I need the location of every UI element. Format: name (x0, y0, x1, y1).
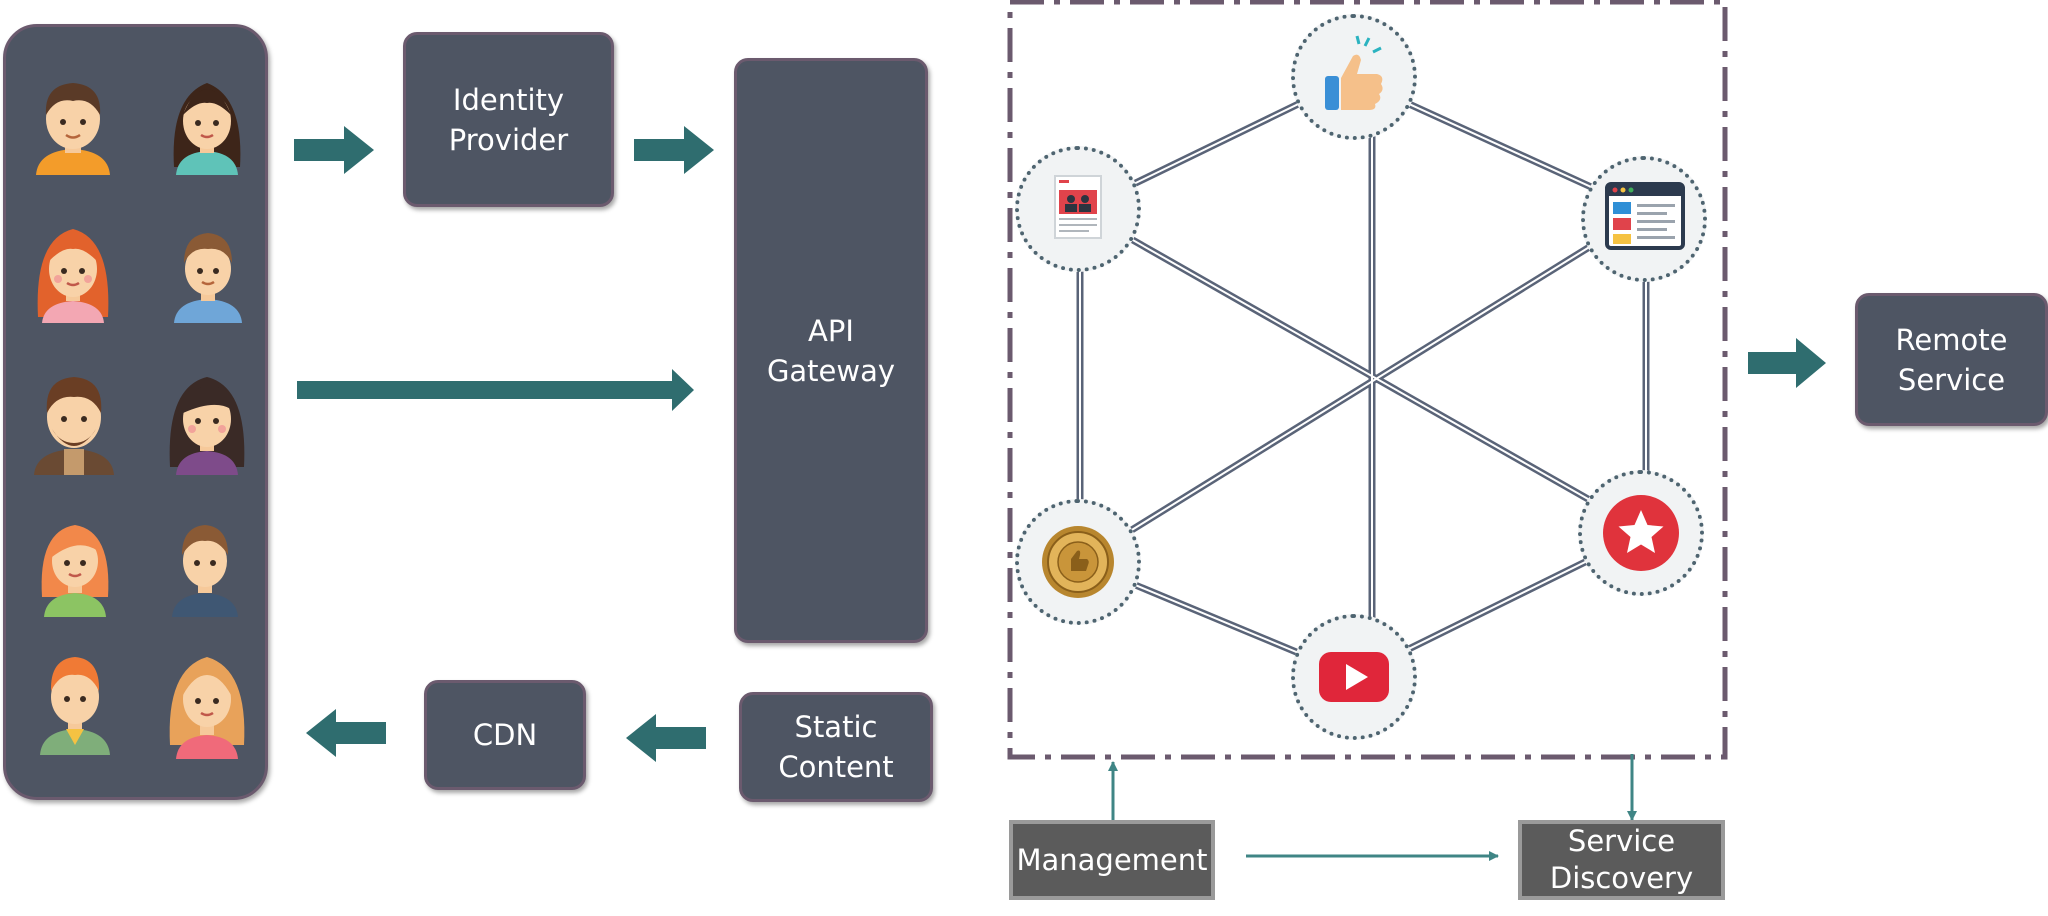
arrow-users-to-identity (294, 126, 374, 174)
user-avatar-man-5 (40, 657, 110, 755)
most-popular-seal-icon (1042, 526, 1114, 598)
arrow-cluster-to-remote (1748, 338, 1826, 388)
thumbs-up-icon (1325, 35, 1383, 110)
user-avatar-man-4 (172, 525, 238, 617)
service-discovery-box: Service Discovery (1518, 820, 1725, 900)
webpage-icon (1605, 182, 1685, 250)
user-avatar-woman-2 (37, 229, 109, 323)
newspaper-icon (1054, 175, 1102, 239)
youtube-node (1291, 614, 1417, 740)
user-avatar-man-1 (36, 83, 110, 175)
user-avatar-woman-3 (169, 377, 245, 475)
cdn-box: CDN (424, 680, 586, 790)
user-avatar-man-3 (34, 377, 114, 475)
remote-service-box: Remote Service (1855, 293, 2048, 426)
star-node (1578, 470, 1704, 596)
star-icon (1603, 495, 1679, 571)
api-gateway-box: API Gateway (734, 58, 928, 643)
users-panel (3, 24, 268, 800)
most-popular-node (1015, 499, 1141, 625)
arrow-users-to-gateway (297, 369, 694, 411)
newspaper-node (1015, 146, 1141, 272)
microservices-boundary (1007, 0, 1728, 760)
youtube-play-icon (1319, 652, 1389, 702)
user-avatar-woman-1 (173, 83, 241, 175)
arrow-static-to-cdn (626, 714, 706, 762)
identity-provider-box: Identity Provider (403, 32, 614, 207)
webpage-node (1581, 156, 1707, 282)
user-avatar-woman-5 (169, 657, 245, 759)
static-content-box: Static Content (739, 692, 933, 802)
management-box: Management (1009, 820, 1215, 900)
thumbs-up-node (1291, 14, 1417, 140)
arrow-identity-to-gateway (634, 126, 714, 174)
user-avatar-woman-4 (41, 525, 109, 617)
user-avatar-man-2 (174, 233, 242, 323)
arrow-cdn-to-users (306, 709, 386, 757)
